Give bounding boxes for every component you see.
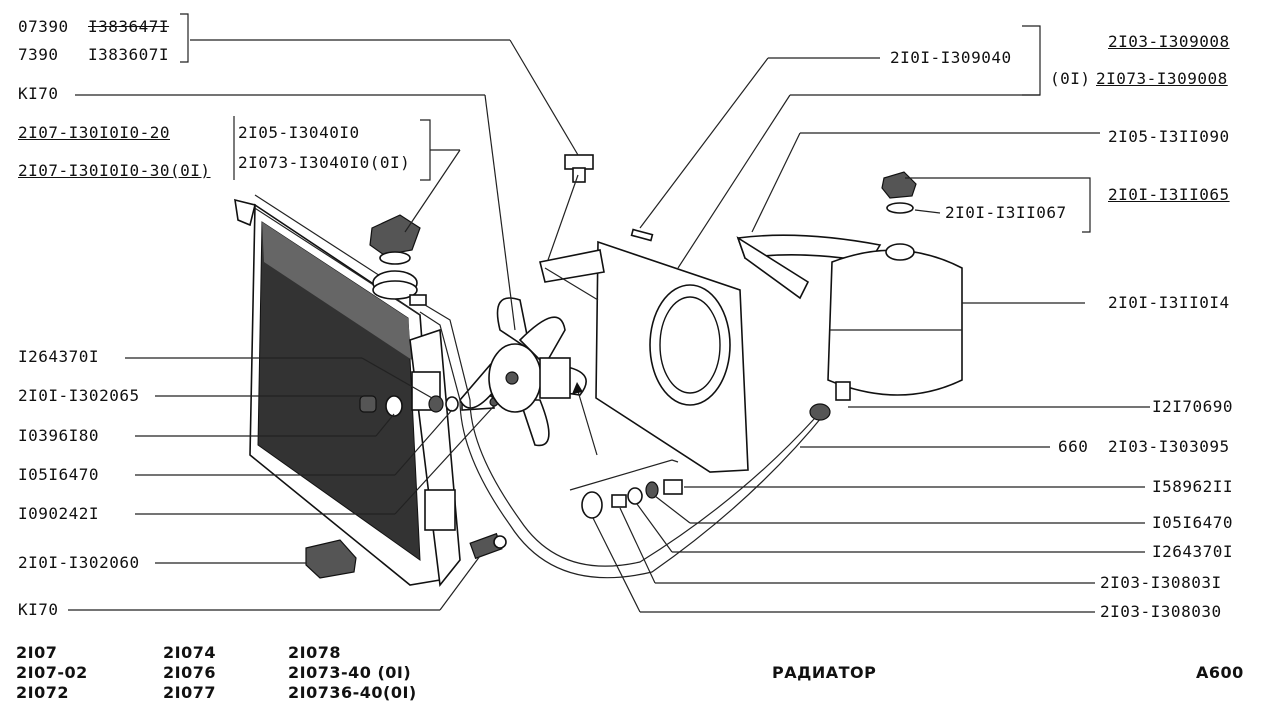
page-title: РАДИАТОР	[772, 663, 877, 682]
label-2I03-I309008: 2I03-I309008	[1108, 32, 1230, 51]
label-2I03-I308030: 2I03-I308030	[1100, 602, 1222, 621]
model-2I077: 2I077	[163, 683, 216, 702]
label-I58962II: I58962II	[1152, 477, 1234, 496]
model-2I072: 2I072	[16, 683, 69, 702]
model-2I078: 2I078	[288, 643, 341, 662]
model-2I0736-40: 2I0736-40(0I)	[288, 683, 417, 702]
label-7390: 7390	[18, 45, 59, 64]
label-2I0I-I3II065: 2I0I-I3II065	[1108, 185, 1230, 204]
sensor-group-drawing	[569, 459, 683, 519]
fan-switch-drawing	[469, 532, 507, 560]
label-I2I70690: I2I70690	[1152, 397, 1234, 416]
label-I383607I: I383607I	[88, 45, 170, 64]
fan-drawing	[459, 297, 587, 447]
label-I383647I: I383647I	[88, 17, 170, 36]
label-2I0I-I309040: 2I0I-I309040	[890, 48, 1012, 67]
label-2I03-I303095: 2I03-I303095	[1108, 437, 1230, 456]
label-I090242I: I090242I	[18, 504, 100, 523]
drain-plug-drawing	[359, 395, 499, 417]
model-2I074: 2I074	[163, 643, 216, 662]
label-KI70-top: KI70	[18, 84, 59, 103]
label-07390: 07390	[18, 17, 69, 36]
label-I0396I80: I0396I80	[18, 426, 100, 445]
leader-lines	[68, 13, 1150, 613]
model-2I076: 2I076	[163, 663, 216, 682]
label-2I03-I30803I: 2I03-I30803I	[1100, 573, 1222, 592]
page-code: A600	[1196, 663, 1244, 682]
fan-shroud-drawing	[539, 228, 749, 473]
label-2I07-I30I0I0-30: 2I07-I30I0I0-30(0I)	[18, 161, 211, 180]
radiator-cap-drawing	[369, 214, 421, 265]
label-I05I6470-left: I05I6470	[18, 465, 100, 484]
label-2I073-I309008: 2I073-I309008	[1096, 69, 1228, 88]
bolt-drawing	[564, 154, 594, 183]
model-2I073-40: 2I073-40 (0I)	[288, 663, 412, 682]
label-2I0I-I302060: 2I0I-I302060	[18, 553, 140, 572]
label-2I05-I3II090: 2I05-I3II090	[1108, 127, 1230, 146]
label-2I05-I3040I0: 2I05-I3040I0	[238, 123, 360, 142]
label-2I073-I3040I0: 2I073-I3040I0(0I)	[238, 153, 411, 172]
label-2I07-I30I0I0-20: 2I07-I30I0I0-20	[18, 123, 170, 142]
label-KI70-bottom: KI70	[18, 600, 59, 619]
model-2I07-02: 2I07-02	[16, 663, 88, 682]
label-I264370I-left: I264370I	[18, 347, 100, 366]
label-660: 660	[1058, 437, 1089, 456]
label-I05I6470-right: I05I6470	[1152, 513, 1234, 532]
clamp-drawing	[809, 403, 831, 421]
label-2I0I-I3II0I4: 2I0I-I3II0I4	[1108, 293, 1230, 312]
model-2I07: 2I07	[16, 643, 58, 662]
label-2I0I-I302065: 2I0I-I302065	[18, 386, 140, 405]
label-2I0I-I3II067: 2I0I-I3II067	[945, 203, 1067, 222]
label-I264370I-right: I264370I	[1152, 542, 1234, 561]
expansion-tank-drawing	[827, 243, 963, 401]
radiator-drawing	[234, 194, 461, 587]
bracket-drawing	[305, 539, 357, 579]
label-0I-note: (0I)	[1050, 69, 1091, 88]
